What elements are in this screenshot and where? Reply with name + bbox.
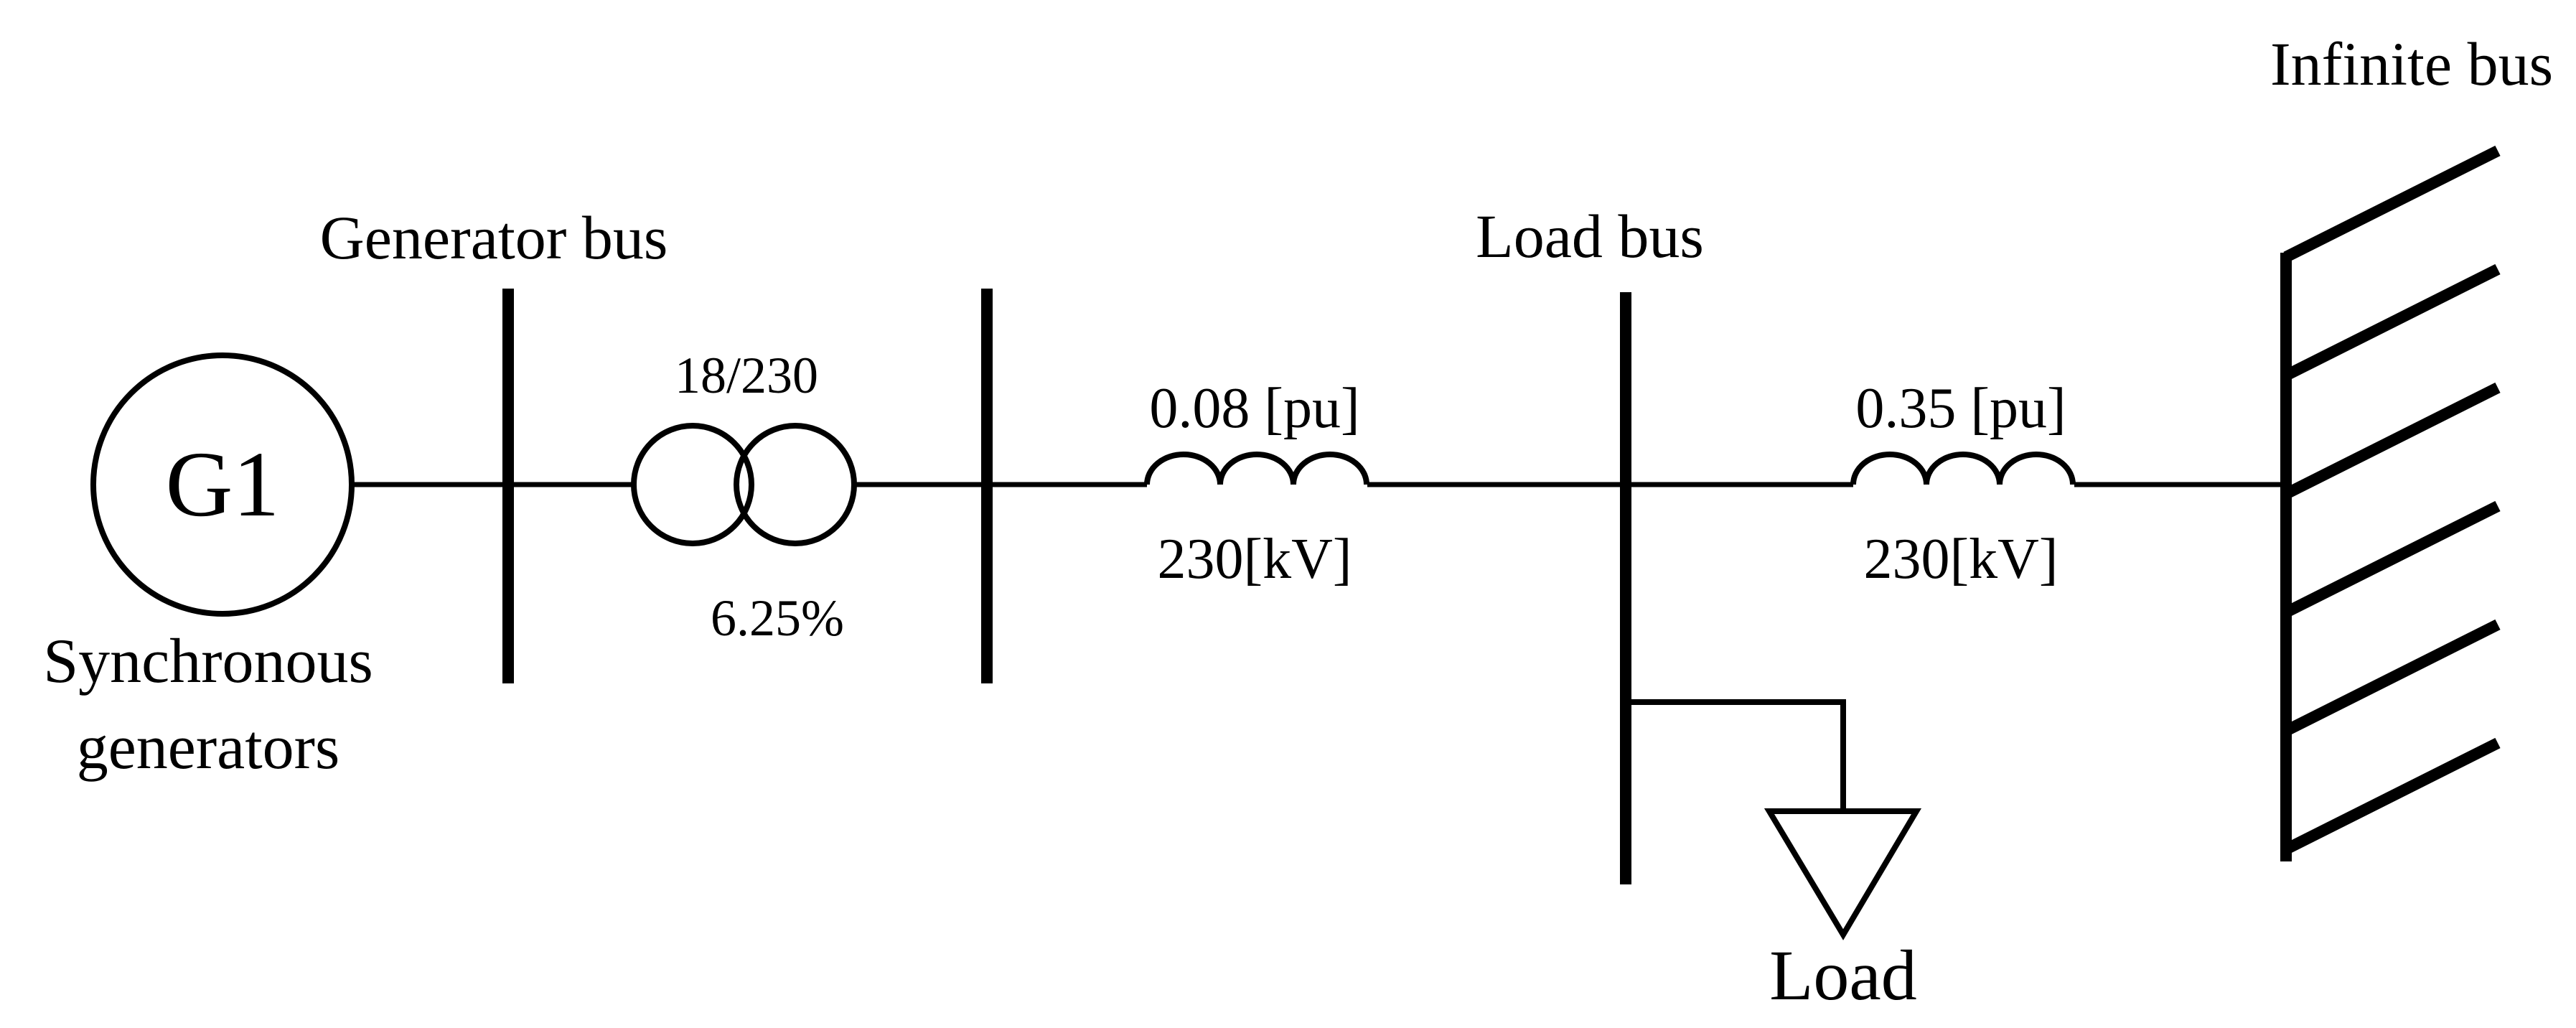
load-branch-wire: [1626, 699, 1846, 811]
line1-inductor: [1144, 452, 1369, 485]
infinite-bus-label: Infinite bus: [2270, 29, 2553, 98]
infinite-bus-hatch-2: [2283, 263, 2501, 381]
transformer-secondary-winding: [734, 423, 857, 546]
transformer-primary-winding: [631, 423, 754, 546]
load-label: Load: [1769, 935, 1916, 1015]
line2-inductor: [1850, 452, 2076, 485]
infinite-bus-hatch-5: [2283, 619, 2501, 737]
line1-impedance: 0.08 [pu]: [1149, 377, 1359, 440]
transformer-ratio: 18/230: [675, 347, 818, 404]
infinite-bus-hatch-3: [2283, 382, 2501, 500]
infinite-bus-hatching: [2283, 145, 2501, 855]
infinite-bus-hatch-4: [2283, 500, 2501, 618]
line2-impedance: 0.35 [pu]: [1855, 377, 2066, 440]
infinite-bus-hatch-1: [2283, 145, 2501, 263]
load-symbol: [1764, 808, 1922, 940]
generator-bus-label: Generator bus: [320, 203, 668, 272]
transformer-impedance: 6.25%: [711, 589, 844, 647]
generator-label: G1: [166, 433, 280, 536]
line2-voltage: 230[kV]: [1863, 528, 2058, 591]
load-bus-label: Load bus: [1476, 202, 1704, 271]
infinite-bus-hatch-6: [2283, 737, 2501, 855]
generator-caption-line1: Synchronous: [43, 627, 373, 696]
line1-voltage: 230[kV]: [1157, 528, 1352, 591]
generator-symbol: [90, 352, 355, 617]
generator-caption-line2: generators: [77, 713, 339, 782]
